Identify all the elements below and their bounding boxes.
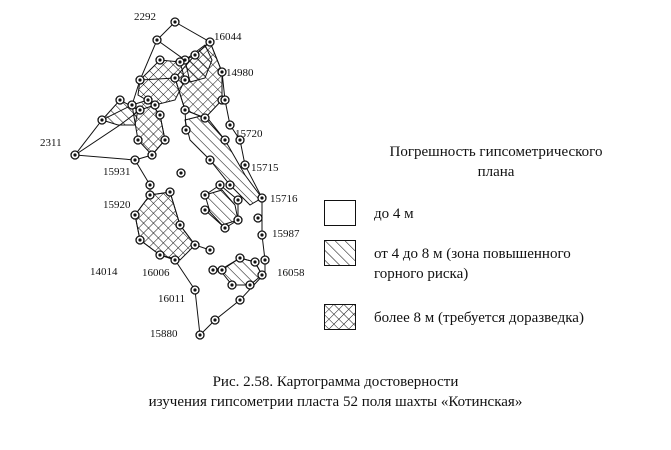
well-marker xyxy=(220,223,230,233)
well-marker xyxy=(210,315,220,325)
swatch-crosshatch xyxy=(324,304,356,330)
well-marker xyxy=(253,213,263,223)
well-marker xyxy=(135,105,145,115)
label-16058: 16058 xyxy=(277,267,305,279)
well-marker xyxy=(257,270,267,280)
well-marker xyxy=(165,187,175,197)
well-marker xyxy=(215,180,225,190)
caption-line2: изучения гипсометрии пласта 52 поля шахт… xyxy=(148,394,523,410)
well-marker xyxy=(250,257,260,267)
well-marker xyxy=(180,105,190,115)
well-marker xyxy=(217,265,227,275)
label-16011: 16011 xyxy=(158,293,185,305)
well-marker xyxy=(235,135,245,145)
label-15720: 15720 xyxy=(235,128,263,140)
well-marker xyxy=(115,95,125,105)
well-marker xyxy=(220,95,230,105)
well-marker xyxy=(160,135,170,145)
well-marker xyxy=(200,190,210,200)
well-marker xyxy=(127,100,137,110)
well-marker xyxy=(180,75,190,85)
legend-title: Погрешность гипсометрического плана xyxy=(340,142,652,182)
well-marker xyxy=(225,180,235,190)
well-marker xyxy=(150,100,160,110)
well-marker xyxy=(233,195,243,205)
well-marker xyxy=(217,67,227,77)
label-15931: 15931 xyxy=(103,166,131,178)
label-15715: 15715 xyxy=(251,162,279,174)
well-marker xyxy=(130,210,140,220)
label-2292: 2292 xyxy=(134,11,156,23)
legend-text-high: более 8 м (требуется доразведка) xyxy=(374,310,584,326)
well-labels: 2292 16044 14980 2311 15720 15931 15715 … xyxy=(40,11,305,340)
well-marker xyxy=(260,255,270,265)
label-15987: 15987 xyxy=(272,228,300,240)
legend-text-medium-line1: от 4 до 8 м (зона повышенного xyxy=(374,246,571,262)
label-16006: 16006 xyxy=(142,267,170,279)
well-marker xyxy=(235,295,245,305)
well-marker xyxy=(135,235,145,245)
label-15920: 15920 xyxy=(103,199,131,211)
legend-text-medium-line2: горного риска) xyxy=(374,266,469,282)
well-marker xyxy=(135,75,145,85)
well-marker xyxy=(220,135,230,145)
label-16044: 16044 xyxy=(214,31,242,43)
well-marker xyxy=(130,155,140,165)
label-15716: 15716 xyxy=(270,193,298,205)
well-marker xyxy=(152,35,162,45)
legend-text-low: до 4 м xyxy=(374,206,414,222)
well-marker xyxy=(257,193,267,203)
well-marker xyxy=(176,168,186,178)
well-marker xyxy=(143,95,153,105)
well-marker xyxy=(190,50,200,60)
wells xyxy=(70,17,270,340)
well-marker xyxy=(233,215,243,225)
well-marker xyxy=(190,240,200,250)
well-marker xyxy=(245,280,255,290)
well-marker xyxy=(147,150,157,160)
well-marker xyxy=(145,190,155,200)
well-marker xyxy=(225,120,235,130)
legend-title-line1: Погрешность гипсометрического xyxy=(389,144,603,160)
well-marker xyxy=(195,330,205,340)
well-marker xyxy=(97,115,107,125)
well-marker xyxy=(240,160,250,170)
well-marker xyxy=(70,150,80,160)
well-marker xyxy=(208,265,218,275)
well-marker xyxy=(205,37,215,47)
label-15880: 15880 xyxy=(150,328,178,340)
well-marker xyxy=(175,57,185,67)
well-marker xyxy=(205,155,215,165)
well-marker xyxy=(145,180,155,190)
label-2311: 2311 xyxy=(40,137,62,149)
well-marker xyxy=(175,220,185,230)
well-marker xyxy=(205,245,215,255)
well-marker xyxy=(190,285,200,295)
swatch-empty xyxy=(324,200,356,226)
well-marker xyxy=(170,255,180,265)
well-marker xyxy=(155,110,165,120)
label-14980: 14980 xyxy=(226,67,254,79)
well-marker xyxy=(257,230,267,240)
well-marker xyxy=(133,135,143,145)
well-marker xyxy=(170,73,180,83)
well-marker xyxy=(235,253,245,263)
caption-line1: Рис. 2.58. Картограмма достоверности xyxy=(212,374,459,390)
legend-text-medium: от 4 до 8 м (зона повышенного горного ри… xyxy=(374,244,671,284)
well-marker xyxy=(155,250,165,260)
well-marker xyxy=(170,17,180,27)
label-14014: 14014 xyxy=(90,266,118,278)
well-marker xyxy=(200,205,210,215)
well-marker xyxy=(227,280,237,290)
swatch-hatch xyxy=(324,240,356,266)
legend-title-line2: плана xyxy=(477,164,515,180)
well-marker xyxy=(200,113,210,123)
well-marker xyxy=(155,55,165,65)
zone-hatch-diagonal xyxy=(184,114,263,206)
well-marker xyxy=(181,125,191,135)
